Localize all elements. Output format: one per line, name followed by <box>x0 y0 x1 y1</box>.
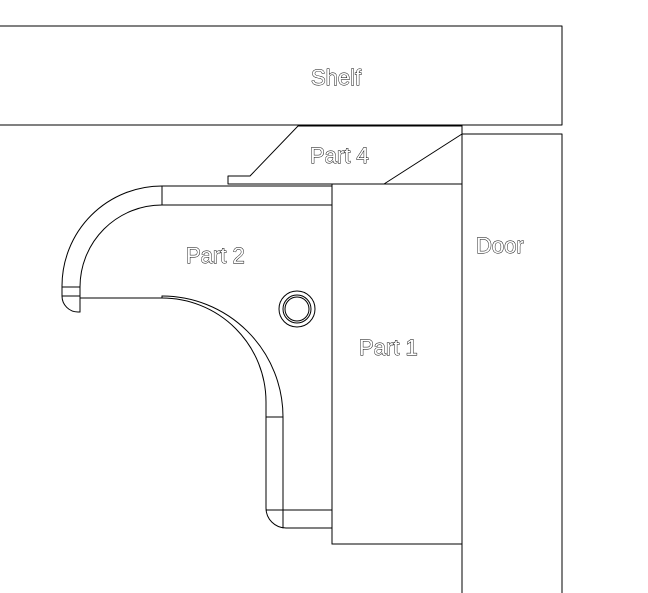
door <box>461 125 563 593</box>
part-1 <box>331 183 463 545</box>
shelf <box>0 25 563 126</box>
part-2 <box>61 185 333 529</box>
label-door: Door <box>476 233 524 258</box>
part-4 <box>227 125 463 185</box>
pivot-screw <box>278 290 316 328</box>
label-part-1: Part 1 <box>359 335 418 360</box>
label-part-4: Part 4 <box>310 143 369 168</box>
label-shelf: Shelf <box>311 65 362 90</box>
label-part-2: Part 2 <box>186 243 245 268</box>
